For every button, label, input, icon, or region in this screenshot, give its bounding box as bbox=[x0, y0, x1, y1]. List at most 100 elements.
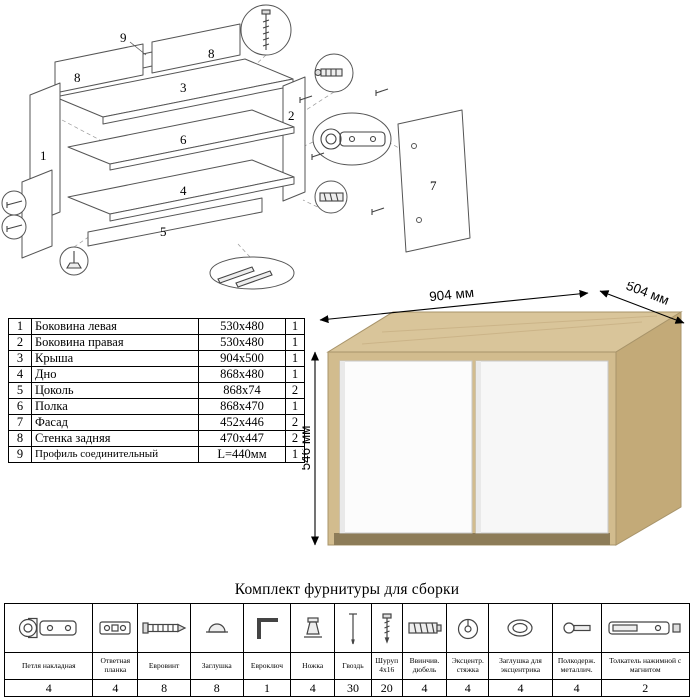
hardware-item: Ножка 4 bbox=[291, 604, 336, 696]
hardware-item-name: Евровинт bbox=[138, 652, 190, 679]
part-size-cell: L=440мм bbox=[198, 446, 286, 463]
part-label-1: 1 bbox=[40, 148, 47, 163]
hardware-item: Эксцентр. стяжка 4 bbox=[447, 604, 490, 696]
part-label-7: 7 bbox=[430, 178, 437, 193]
hardware-item-name: Ножка bbox=[291, 652, 335, 679]
hardware-item-name: Ввинчив. дюбель bbox=[402, 652, 447, 679]
hardware-kit-title: Комплект фурнитуры для сборки bbox=[234, 581, 460, 598]
part-number-cell: 8 bbox=[8, 430, 32, 447]
panel-bottom-edge bbox=[109, 176, 295, 222]
connecting-profile bbox=[142, 51, 153, 69]
cabinet-door-right bbox=[475, 360, 609, 534]
part-size-cell: 530x480 bbox=[198, 334, 286, 351]
part-size-cell: 868x480 bbox=[198, 366, 286, 383]
part-name-cell: Дно bbox=[31, 366, 199, 383]
hardware-item-qty: 4 bbox=[402, 679, 447, 696]
part-number-cell: 5 bbox=[8, 382, 32, 399]
strike-plate-icon bbox=[93, 604, 137, 652]
width-dim-arrow bbox=[319, 289, 589, 324]
part-name-cell: Стенка задняя bbox=[31, 430, 199, 447]
hardware-item: Заглушка 8 bbox=[190, 604, 244, 696]
part-name-cell: Крыша bbox=[31, 350, 199, 367]
part-label-5: 5 bbox=[160, 224, 167, 239]
hardware-item: Гвоздь 30 bbox=[335, 604, 372, 696]
cam-cap-icon bbox=[489, 604, 552, 652]
part-label-3: 3 bbox=[180, 80, 187, 95]
hardware-item-qty: 4 bbox=[93, 679, 138, 696]
panel-back-left bbox=[54, 43, 144, 94]
label-9-leader bbox=[129, 41, 147, 56]
hardware-item-name: Толкатель нажимной с магнитом bbox=[601, 652, 689, 679]
table-row: 1 Боковина левая 530x480 1 bbox=[8, 318, 305, 335]
part-name-cell: Полка bbox=[31, 398, 199, 415]
table-row: 5 Цоколь 868x74 2 bbox=[8, 382, 305, 399]
part-name-cell: Боковина левая bbox=[31, 318, 199, 335]
part-qty-cell: 1 bbox=[285, 446, 305, 463]
part-qty-cell: 2 bbox=[285, 430, 305, 447]
hinge-icon bbox=[5, 604, 92, 652]
hardware-item: Толкатель нажимной с магнитом 2 bbox=[601, 604, 689, 696]
push-latch-icon bbox=[602, 604, 689, 652]
exploded-view-svg: 1 2 3 4 5 6 7 8 8 9 bbox=[1, 4, 471, 290]
part-size-cell: 868x74 bbox=[198, 382, 286, 399]
part-qty-cell: 1 bbox=[285, 398, 305, 415]
hardware-item-qty: 1 bbox=[243, 679, 291, 696]
product-render-svg: 904 мм 504 мм 546 мм bbox=[302, 282, 685, 546]
hardware-item-name: Евроключ bbox=[243, 652, 291, 679]
part-label-6: 6 bbox=[180, 132, 187, 147]
panel-plinth bbox=[87, 197, 263, 247]
hardware-item-qty: 4 bbox=[447, 679, 489, 696]
hardware-item-name: Гвоздь bbox=[335, 652, 371, 679]
table-row: 9 Профиль соединительный L=440мм 1 bbox=[8, 446, 305, 463]
callout-hinge bbox=[312, 112, 392, 166]
width-dim-label: 904 мм bbox=[428, 285, 474, 304]
panel-side-right bbox=[282, 76, 306, 202]
table-row: 6 Полка 868x470 1 bbox=[8, 398, 305, 415]
panel-side-left-inner bbox=[21, 169, 53, 259]
height-dim-label: 546 мм bbox=[302, 426, 313, 471]
hardware-item: Ввинчив. дюбель 4 bbox=[402, 604, 448, 696]
foot-detail-icon bbox=[66, 251, 82, 269]
loose-screws bbox=[299, 88, 389, 215]
shelf-support-icon bbox=[553, 604, 601, 652]
hardware-item-qty: 30 bbox=[335, 679, 371, 696]
callout-profile bbox=[209, 256, 295, 290]
door-edge-shadow bbox=[476, 361, 481, 533]
hardware-item-qty: 4 bbox=[5, 679, 93, 696]
hex-key-icon bbox=[244, 604, 291, 652]
part-number-cell: 9 bbox=[8, 446, 32, 463]
part-number-cell: 6 bbox=[8, 398, 32, 415]
part-label-8a: 8 bbox=[74, 70, 81, 85]
door-hinge-hole bbox=[411, 143, 417, 149]
part-name-cell: Профиль соединительный bbox=[31, 446, 199, 463]
part-number-cell: 1 bbox=[8, 318, 32, 335]
hardware-item-qty: 8 bbox=[190, 679, 243, 696]
part-size-cell: 452x446 bbox=[198, 414, 286, 431]
table-row: 7 Фасад 452x446 2 bbox=[8, 414, 305, 431]
hardware-item-qty: 20 bbox=[371, 679, 402, 696]
panel-shelf-edge bbox=[109, 126, 295, 171]
hardware-item: Полкодерж. металлич. 4 bbox=[552, 604, 602, 696]
part-label-9: 9 bbox=[120, 30, 127, 45]
hardware-item-name: Петля накладная bbox=[5, 652, 93, 679]
part-number-cell: 3 bbox=[8, 350, 32, 367]
table-row: 2 Боковина правая 530x480 1 bbox=[8, 334, 305, 351]
door-edge-shadow bbox=[340, 361, 345, 533]
hardware-item-name: Шуруп 4x16 bbox=[371, 652, 402, 679]
hardware-item-name: Эксцентр. стяжка bbox=[447, 652, 489, 679]
exploded-view-diagram: 1 2 3 4 5 6 7 8 8 9 bbox=[0, 0, 480, 312]
part-label-4: 4 bbox=[180, 183, 187, 198]
parts-table: 1 Боковина левая 530x480 1 2 Боковина пр… bbox=[8, 318, 305, 463]
depth-dim-arrow bbox=[599, 290, 685, 324]
cam-lock-icon bbox=[447, 604, 488, 652]
hardware-item-name: Заглушка bbox=[190, 652, 243, 679]
hardware-item: Заглушка для эксцентрика 4 bbox=[489, 604, 553, 696]
part-name-cell: Фасад bbox=[31, 414, 199, 431]
cam-bolt-detail-icon bbox=[314, 68, 343, 77]
product-render: 904 мм 504 мм 546 мм bbox=[302, 282, 694, 564]
dowel-icon bbox=[403, 604, 447, 652]
cabinet-side-face bbox=[615, 311, 682, 546]
cabinet-plinth-recess bbox=[334, 533, 610, 545]
part-number-cell: 2 bbox=[8, 334, 32, 351]
